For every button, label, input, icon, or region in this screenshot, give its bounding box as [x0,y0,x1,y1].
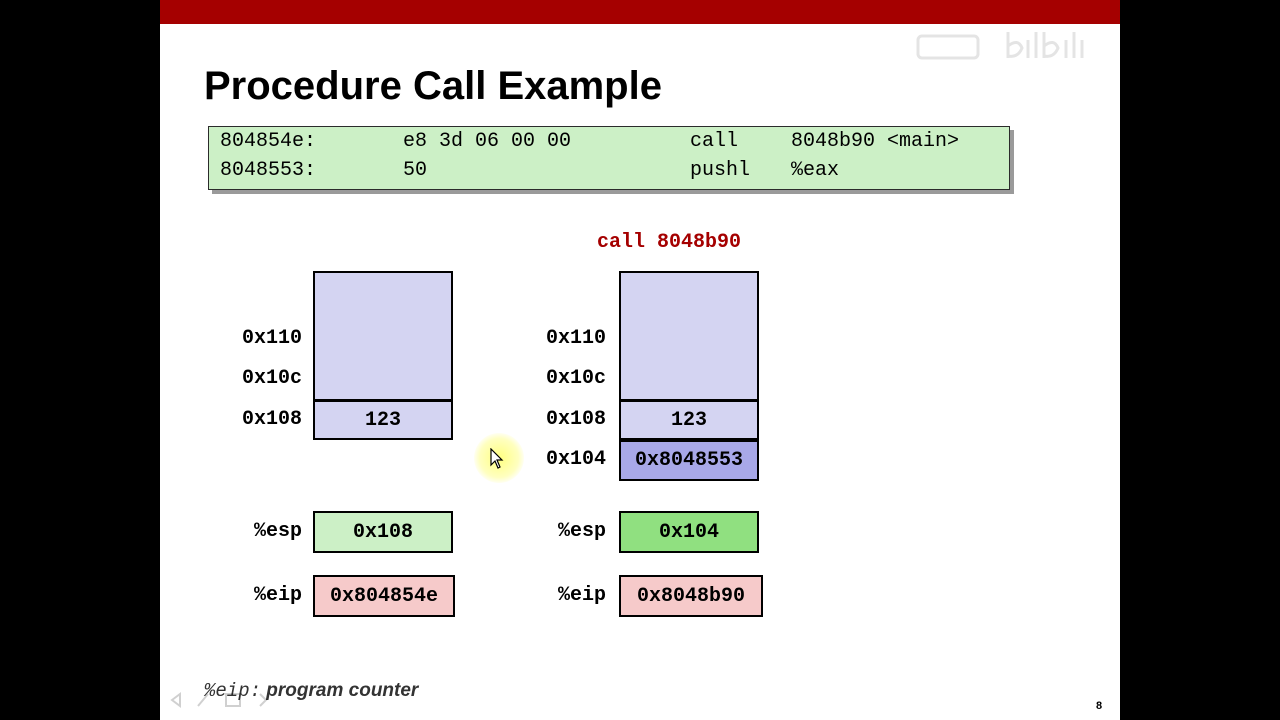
esp-label: %esp [557,520,606,543]
page-number: 8 [1096,700,1103,712]
footnote-text: program counter [266,680,419,701]
stack-address: 0x108 [545,408,606,431]
code-operand: %eax [791,159,840,182]
stack-cell-0x108: 123 [619,400,759,440]
code-address: 804854e: [220,130,317,153]
eip-label: %eip [253,584,302,607]
mouse-pointer-icon [490,447,504,475]
code-opcode: pushl [690,159,751,182]
code-operand: 8048b90 <main> [791,130,960,153]
code-address: 8048553: [220,159,317,182]
slide: Procedure Call Example 804854e: e8 3d 06… [160,0,1120,720]
code-bytes: 50 [403,159,428,182]
esp-label: %esp [253,520,302,543]
eip-label: %eip [557,584,606,607]
stack-cell-0x108: 123 [313,400,453,440]
stack-top-area [313,271,453,401]
stack-address: 0x10c [241,367,302,390]
stack-cell-0x104: 0x8048553 [619,440,759,481]
header-bar [160,0,1120,24]
stack-address: 0x10c [545,367,606,390]
code-box: 804854e: e8 3d 06 00 00 call 8048b90 <ma… [208,126,1010,190]
footnote-register: %eip: [204,680,262,702]
code-opcode: call [690,130,739,153]
bilibili-logo-icon [916,26,1096,64]
eip-register-before: 0x804854e [313,575,455,617]
eip-register-after: 0x8048b90 [619,575,763,617]
slide-nav-icons[interactable] [168,690,278,715]
stack-address: 0x110 [241,327,302,350]
stack-address: 0x108 [241,408,302,431]
esp-register-before: 0x108 [313,511,453,553]
stack-address: 0x110 [545,327,606,350]
call-header: call 8048b90 [597,231,742,254]
code-bytes: e8 3d 06 00 00 [403,130,572,153]
stack-address: 0x104 [545,448,606,471]
stack-top-area [619,271,759,401]
esp-register-after: 0x104 [619,511,759,553]
footnote: %eip: program counter [204,680,418,702]
slide-title: Procedure Call Example [204,64,662,108]
